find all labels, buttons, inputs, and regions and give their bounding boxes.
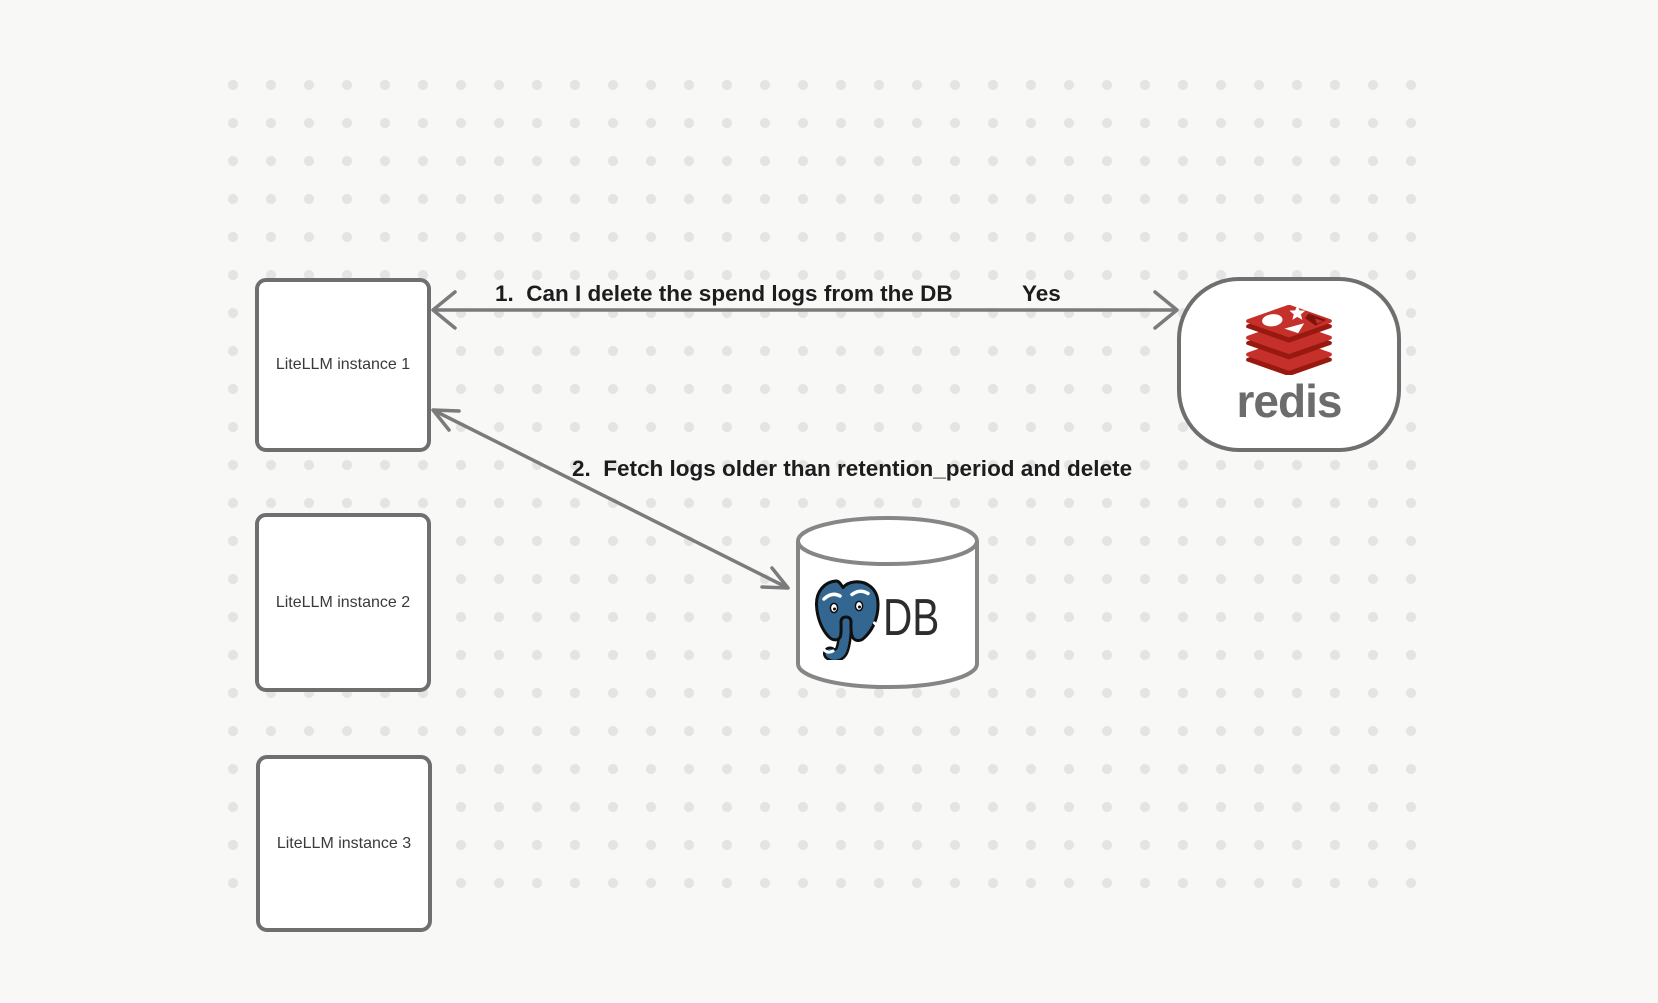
edge-can-delete-arrow[interactable]: [431, 290, 1179, 330]
edge1-response-label[interactable]: Yes: [1022, 281, 1061, 306]
edge1-label[interactable]: 1. Can I delete the spend logs from the …: [495, 281, 953, 306]
postgresql-elephant-icon: [814, 579, 880, 660]
db-label: DB: [883, 589, 940, 647]
node-label: LiteLLM instance 3: [276, 834, 412, 852]
node-label: LiteLLM instance 1: [275, 356, 411, 373]
node-redis[interactable]: redis: [1177, 277, 1401, 452]
edge-fetch-logs-arrow[interactable]: [431, 408, 790, 590]
edge2-label[interactable]: 2. Fetch logs older than retention_perio…: [572, 456, 1133, 481]
dot-grid-background: [214, 66, 1418, 888]
redis-wordmark: redis: [1236, 375, 1343, 427]
redis-logo-icon: [1246, 305, 1332, 375]
node-litellm-instance-3[interactable]: LiteLLM instance 3: [256, 755, 432, 932]
node-label: LiteLLM instance 2: [275, 593, 411, 611]
node-litellm-instance-1[interactable]: LiteLLM instance 1: [255, 278, 431, 452]
node-litellm-instance-2[interactable]: LiteLLM instance 2: [255, 513, 431, 692]
